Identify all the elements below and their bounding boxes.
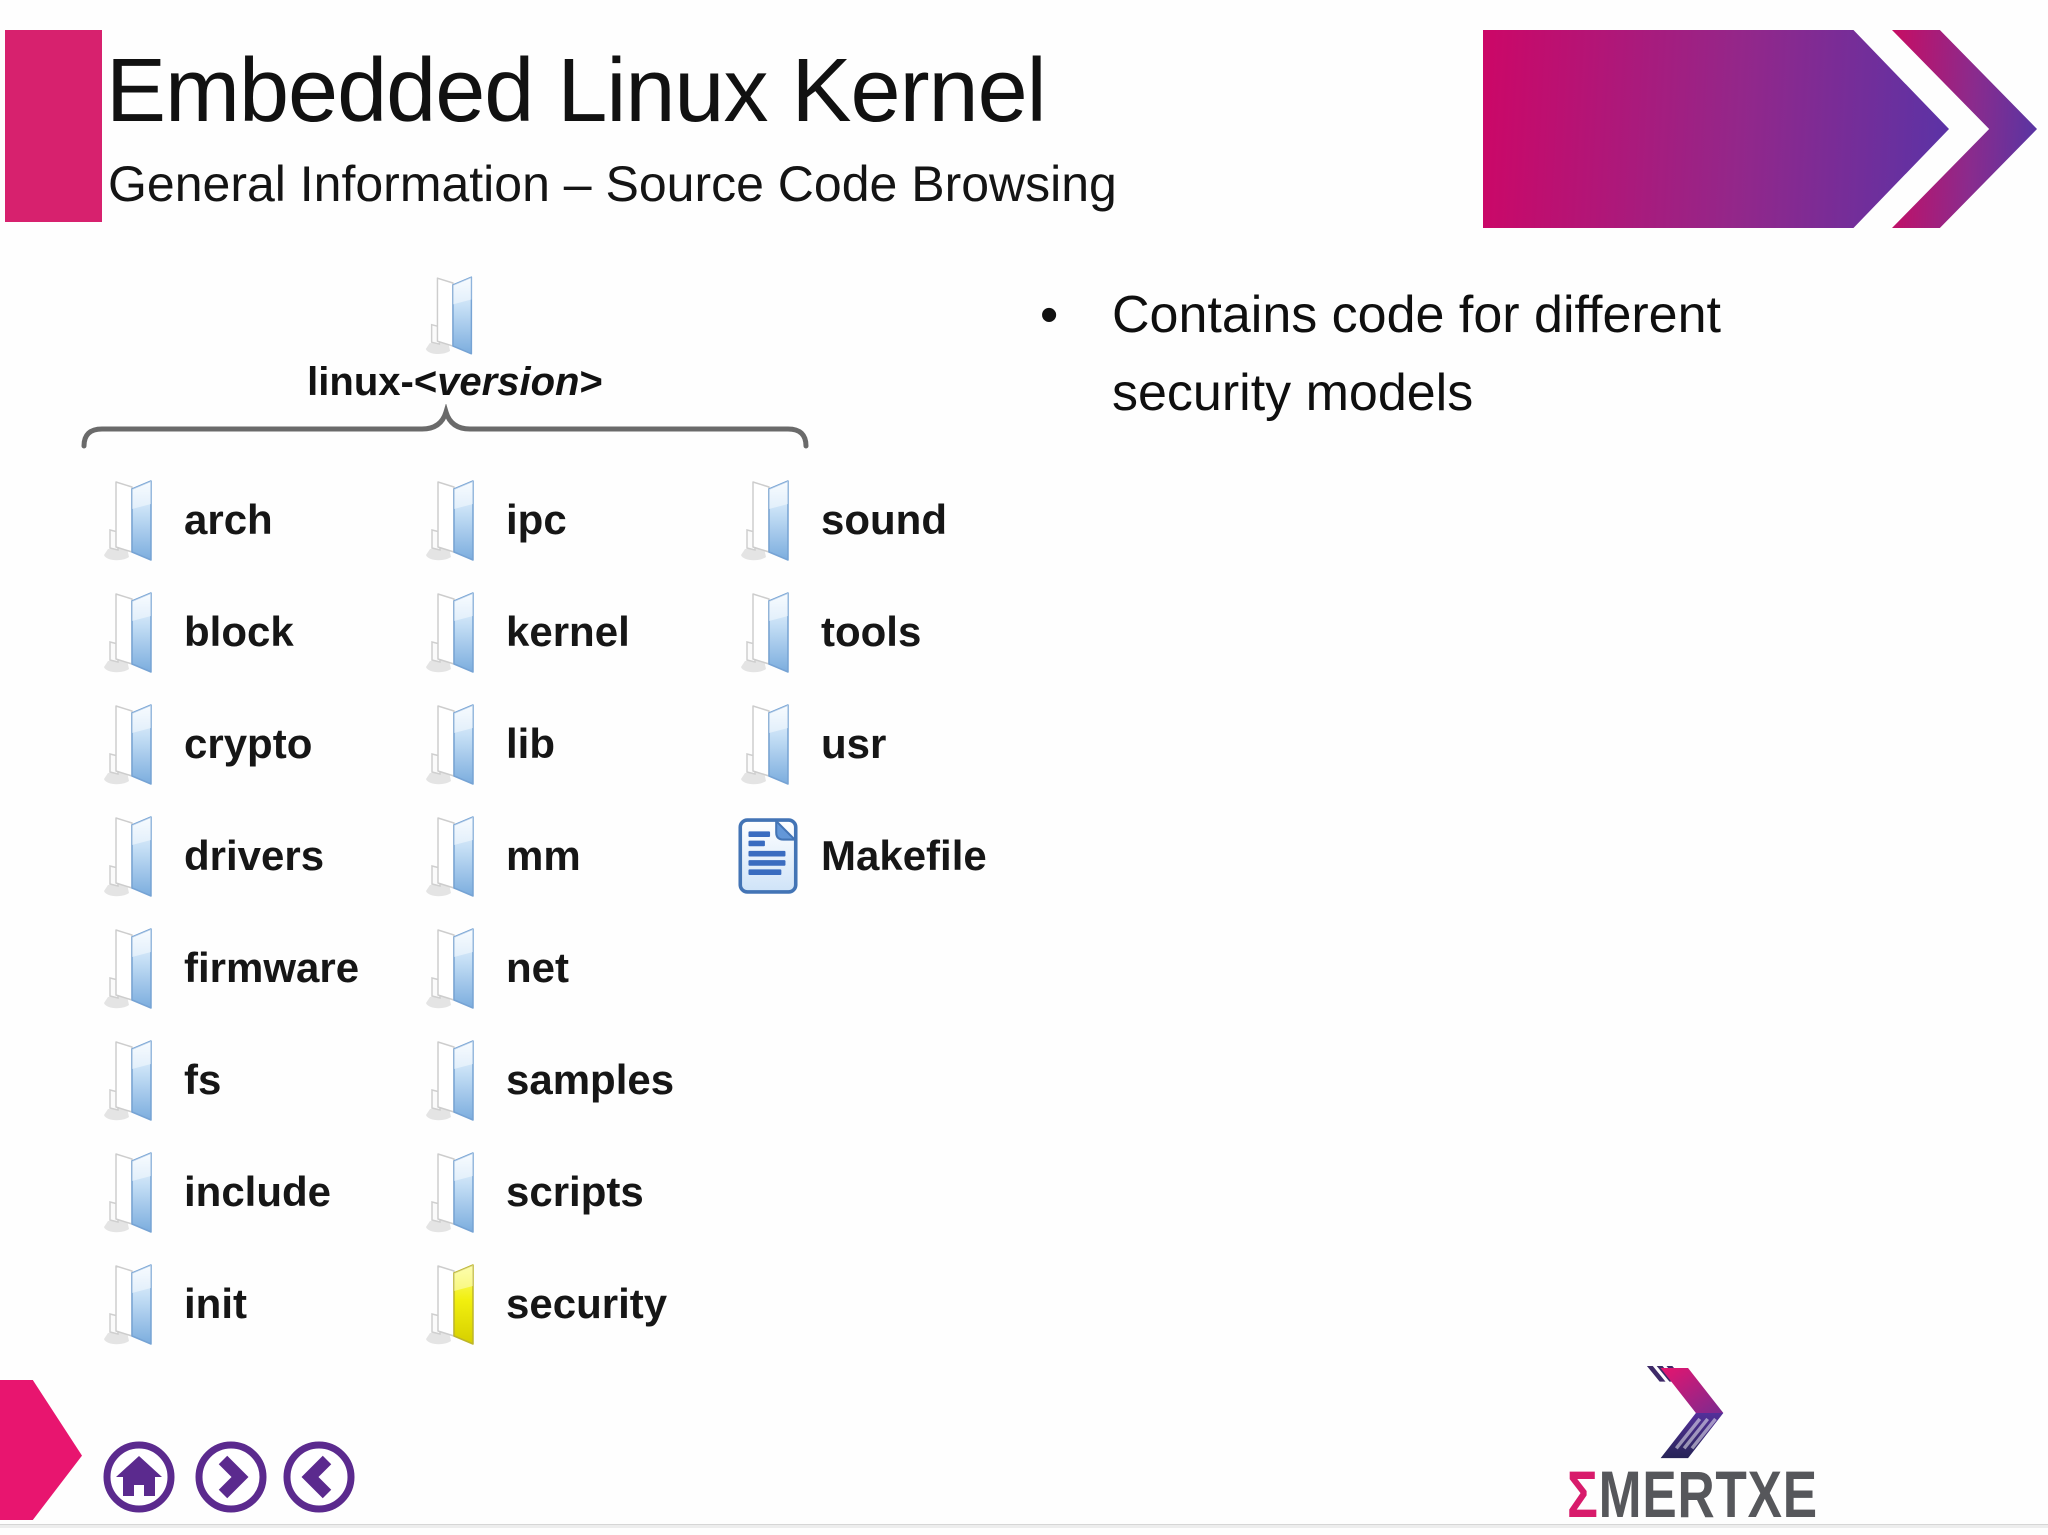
tree-item: tools (735, 576, 987, 688)
tree-column-1: arch block crypto drivers firmware fs in… (98, 464, 359, 1360)
tree-item: kernel (420, 576, 674, 688)
folder-icon (420, 700, 486, 788)
tree-item: firmware (98, 912, 359, 1024)
folder-icon (98, 812, 164, 900)
tree-item: lib (420, 688, 674, 800)
folder-icon (98, 1148, 164, 1236)
pink-corner-block (5, 30, 102, 222)
makefile-document-icon (737, 818, 799, 894)
next-button[interactable] (194, 1440, 268, 1514)
bottom-divider (0, 1524, 2048, 1528)
folder-label: tools (821, 608, 922, 655)
previous-button[interactable] (282, 1440, 356, 1514)
tree-column-3: sound tools usr Makefile (735, 464, 987, 912)
logo-sigma: Σ (1567, 1457, 1599, 1531)
folder-label: usr (821, 720, 887, 767)
folder-label: crypto (184, 720, 313, 767)
tree-item-makefile: Makefile (735, 800, 987, 912)
folder-icon (98, 588, 164, 676)
home-icon (103, 1441, 175, 1513)
folder-label: firmware (184, 944, 360, 991)
tree-item: scripts (420, 1136, 674, 1248)
folder-icon (98, 924, 164, 1012)
folder-label: arch (184, 496, 273, 543)
folder-label: block (184, 608, 294, 655)
folder-label: net (506, 944, 569, 991)
folder-label: fs (184, 1056, 222, 1103)
tree-item: sound (735, 464, 987, 576)
emertxe-logo-text: ΣMERTXE (1567, 1456, 1818, 1532)
tree-item: block (98, 576, 359, 688)
folder-icon (735, 476, 801, 564)
folder-icon (98, 1260, 164, 1348)
banner-arrow-graphic (1483, 30, 1949, 228)
brace-graphic (81, 404, 809, 449)
folder-icon (420, 1036, 486, 1124)
root-folder-icon (420, 272, 484, 358)
tree-item: drivers (98, 800, 359, 912)
root-label-suffix: > (579, 360, 603, 404)
root-folder-label: linux-<version> (255, 360, 655, 405)
folder-icon (420, 1148, 486, 1236)
bullet-marker: • (1040, 286, 1059, 344)
page-subtitle: General Information – Source Code Browsi… (108, 156, 1117, 212)
logo-wordmark: MERTXE (1598, 1457, 1818, 1531)
tree-item: mm (420, 800, 674, 912)
tree-column-2: ipc kernel lib mm net samples scripts se… (420, 464, 674, 1360)
folder-icon (98, 1036, 164, 1124)
folder-label: mm (506, 832, 581, 879)
folder-label: sound (821, 496, 947, 543)
bullet-text: Contains code for different security mod… (1112, 286, 1721, 422)
folder-label: samples (506, 1056, 675, 1103)
folder-icon (420, 812, 486, 900)
folder-label: kernel (506, 608, 630, 655)
tree-item: samples (420, 1024, 674, 1136)
root-label-prefix: linux-< (307, 360, 438, 404)
folder-icon (98, 476, 164, 564)
file-label: Makefile (821, 832, 987, 879)
folder-icon-security-highlighted (420, 1260, 486, 1348)
folder-icon (420, 924, 486, 1012)
bullet-list: • Contains code for different security m… (1040, 276, 1840, 432)
tree-item: usr (735, 688, 987, 800)
folder-icon (420, 476, 486, 564)
root-label-version: version (437, 360, 580, 404)
chevron-left-icon (283, 1441, 355, 1513)
folder-label: lib (506, 720, 555, 767)
tree-item: ipc (420, 464, 674, 576)
folder-label: init (184, 1280, 247, 1327)
folder-label: security (506, 1280, 668, 1327)
tree-item: arch (98, 464, 359, 576)
folder-icon (420, 588, 486, 676)
folder-label: include (184, 1168, 332, 1215)
tree-item: fs (98, 1024, 359, 1136)
folder-label: ipc (506, 496, 567, 543)
home-button[interactable] (102, 1440, 176, 1514)
tree-item-security: security (420, 1248, 674, 1360)
tree-item: net (420, 912, 674, 1024)
bullet-item: • Contains code for different security m… (1040, 276, 1840, 432)
chevron-right-icon (195, 1441, 267, 1513)
folder-icon (735, 700, 801, 788)
folder-icon (98, 700, 164, 788)
tree-item: crypto (98, 688, 359, 800)
folder-label: drivers (184, 832, 325, 879)
tree-item: init (98, 1248, 359, 1360)
footer-pink-arrow (0, 1380, 82, 1520)
page-title: Embedded Linux Kernel (106, 41, 1047, 141)
tree-item: include (98, 1136, 359, 1248)
emertxe-logo-mark (1646, 1366, 1724, 1459)
folder-icon (735, 588, 801, 676)
folder-label: scripts (506, 1168, 644, 1215)
